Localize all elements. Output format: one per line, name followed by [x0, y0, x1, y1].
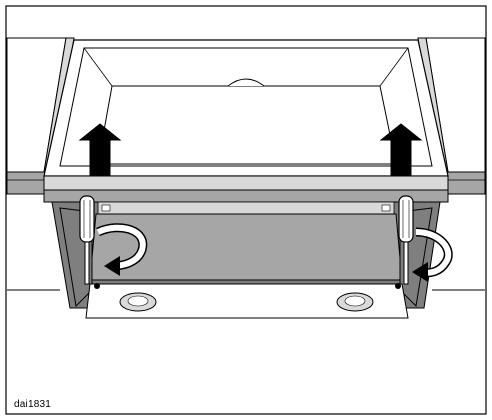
- screwdriver-icon: [398, 195, 414, 285]
- arrow-up-icon: [78, 123, 122, 177]
- front-rail: [43, 175, 449, 203]
- screwdriver-icon: [79, 195, 95, 285]
- arrow-up-icon: [379, 123, 423, 177]
- rotate-arrow-icon: [412, 227, 453, 282]
- figure-code: dai1831: [14, 399, 51, 410]
- rotate-arrow-icon: [96, 223, 148, 276]
- hood-front: [51, 201, 441, 319]
- hood-housing: [43, 39, 449, 177]
